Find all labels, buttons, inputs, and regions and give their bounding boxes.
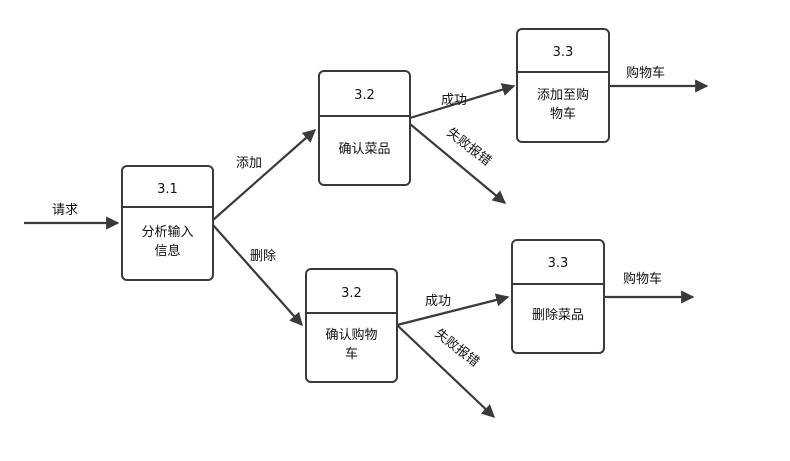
- edge-label-success-top: 成功: [441, 93, 467, 108]
- node-label: 确认购物: [325, 327, 377, 343]
- edge-label-fail-top: 失败报错: [444, 125, 494, 169]
- node-label: 添加至购: [537, 87, 589, 103]
- node-id: 3.1: [157, 182, 178, 197]
- edge-success-bottom: [396, 293, 510, 327]
- node-id: 3.3: [548, 256, 569, 271]
- process-node-3-2-confirm-dish: 3.2 确认菜品: [318, 70, 411, 186]
- node-id: 3.2: [354, 88, 375, 103]
- edge-label-output-bottom: 购物车: [623, 271, 662, 287]
- process-node-3-2-confirm-cart: 3.2 确认购物 车: [305, 268, 398, 383]
- node-label: 信息: [154, 243, 180, 259]
- node-label: 物车: [550, 106, 576, 122]
- process-node-3-1: 3.1 分析输入 信息: [121, 165, 214, 281]
- node-label: 确认菜品: [338, 142, 390, 157]
- edge-label-output-top: 购物车: [626, 65, 665, 81]
- edge-label-add: 添加: [236, 156, 262, 171]
- node-label: 分析输入: [141, 224, 193, 240]
- edge-success-top: [409, 83, 516, 120]
- node-id: 3.3: [553, 45, 574, 60]
- edge-label-delete: 删除: [250, 249, 276, 264]
- process-node-3-3-add-to-cart: 3.3 添加至购 物车: [516, 28, 610, 143]
- node-id: 3.2: [341, 286, 362, 301]
- edge-label-request: 请求: [52, 203, 78, 218]
- edge-fail-bottom: [396, 324, 495, 418]
- process-node-3-3-delete-dish: 3.3 删除菜品: [511, 239, 605, 354]
- edge-fail-top: [409, 123, 507, 204]
- edge-delete: [212, 224, 303, 326]
- node-label: 车: [345, 346, 358, 362]
- node-label: 删除菜品: [532, 308, 584, 323]
- edge-label-success-bottom: 成功: [425, 294, 451, 309]
- edge-add: [212, 129, 316, 221]
